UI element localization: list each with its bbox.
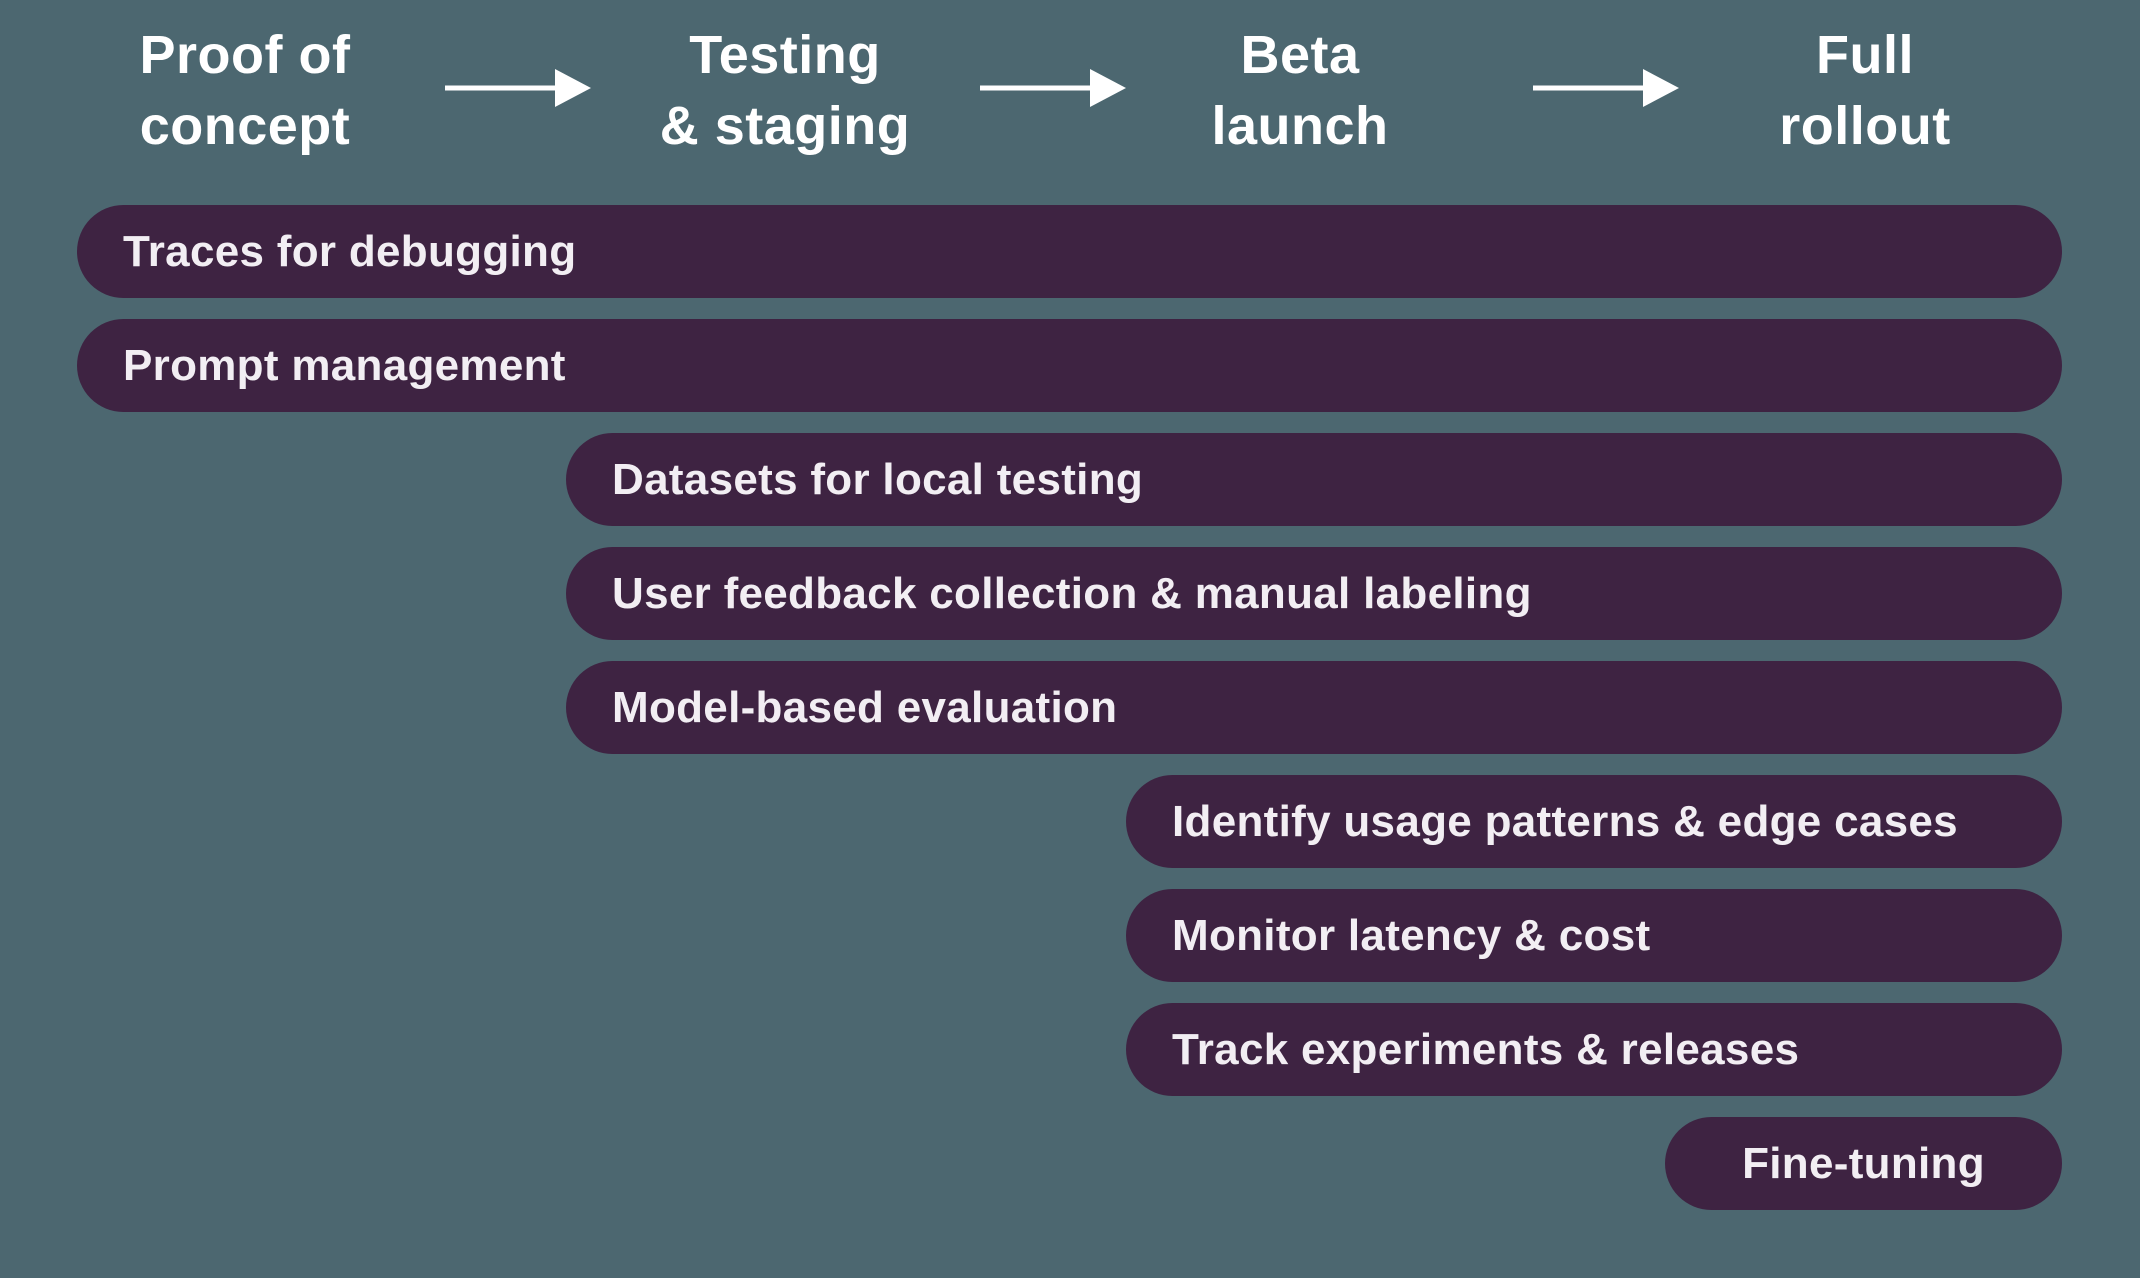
bar-label: Model-based evaluation	[612, 682, 1118, 732]
bar-label: Prompt management	[123, 340, 566, 390]
bar-label: Identify usage patterns & edge cases	[1172, 796, 1958, 846]
stage-header-line: Testing	[689, 25, 881, 85]
bar-fine-tuning: Fine-tuning	[1665, 1117, 2062, 1210]
arrow-right-icon	[443, 52, 593, 124]
stage-header-line: concept	[139, 96, 351, 157]
stage-header-proof-of-concept: Proof of concept	[35, 20, 455, 163]
arrow-right-icon	[978, 52, 1128, 124]
stage-header-line: & staging	[659, 96, 911, 157]
bar-label: Track experiments & releases	[1172, 1024, 1800, 1074]
bar-identify-usage-patterns: Identify usage patterns & edge cases	[1126, 775, 2062, 868]
bar-datasets-for-local-testing: Datasets for local testing	[566, 433, 2062, 526]
bar-traces-for-debugging: Traces for debugging	[77, 205, 2062, 298]
stage-header-testing-staging: Testing & staging	[575, 20, 995, 163]
bar-track-experiments-releases: Track experiments & releases	[1126, 1003, 2062, 1096]
bar-label: Monitor latency & cost	[1172, 910, 1651, 960]
stage-header-full-rollout: Full rollout	[1655, 20, 2075, 163]
bar-label: Traces for debugging	[123, 226, 577, 276]
bar-label: Fine-tuning	[1742, 1138, 1985, 1188]
stage-header-line: Full	[1816, 25, 1914, 85]
arrow-right-icon	[1531, 52, 1681, 124]
bar-user-feedback-collection: User feedback collection & manual labeli…	[566, 547, 2062, 640]
stage-header-line: Proof of	[139, 25, 351, 85]
bar-prompt-management: Prompt management	[77, 319, 2062, 412]
bar-model-based-evaluation: Model-based evaluation	[566, 661, 2062, 754]
stage-header-beta-launch: Beta launch	[1090, 20, 1510, 163]
bar-label: User feedback collection & manual labeli…	[612, 568, 1532, 618]
stage-header-line: Beta	[1240, 25, 1360, 85]
stage-header-line: launch	[1211, 96, 1389, 157]
bar-monitor-latency-cost: Monitor latency & cost	[1126, 889, 2062, 982]
stage-header-line: rollout	[1779, 96, 1951, 157]
bar-label: Datasets for local testing	[612, 454, 1144, 504]
